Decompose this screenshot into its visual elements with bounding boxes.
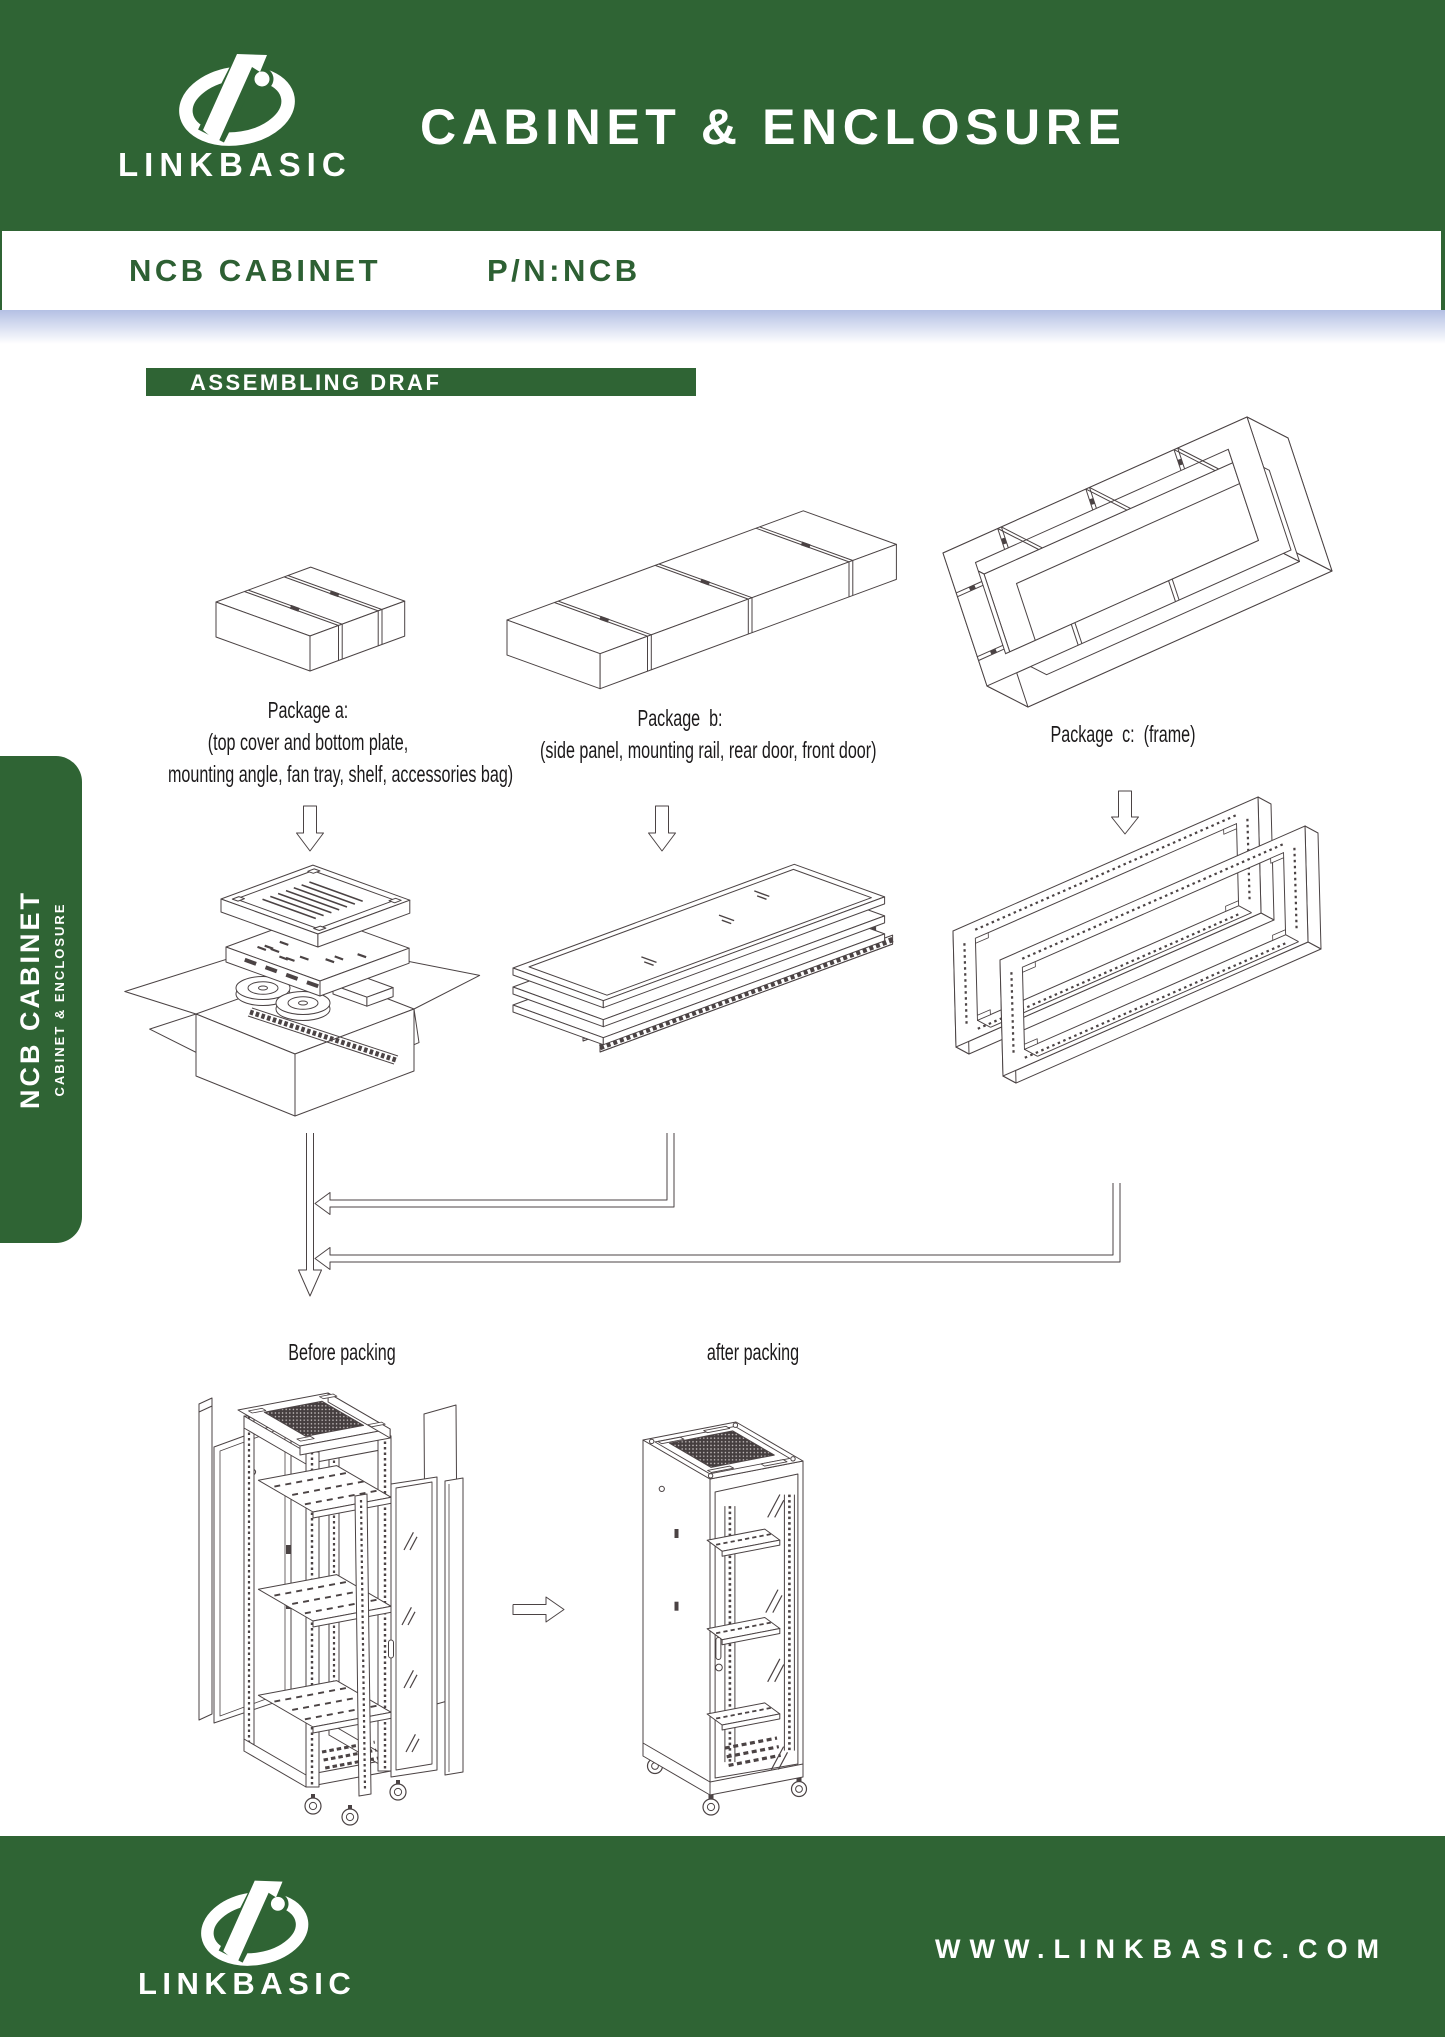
package-b-art (506, 510, 897, 690)
page-title: CABINET & ENCLOSURE (420, 99, 1127, 155)
package-a-art (215, 566, 406, 672)
package-b-caption: Package b: (side panel, mounting rail, re… (540, 702, 877, 766)
package-b-desc-1: (side panel, mounting rail, rear door, f… (540, 737, 877, 763)
linkbasic-logo-icon (179, 46, 295, 146)
unpacked-b-art (512, 863, 894, 1053)
part-number: P/N:NCB (487, 253, 641, 288)
exploded-cabinet-art (198, 1392, 464, 1826)
package-b-name: Package b: (637, 705, 723, 731)
flow-arrow (512, 1596, 565, 1623)
unpacked-a-art (124, 864, 481, 1117)
unpack-arrow-c (1111, 790, 1139, 835)
header-band: LINKBASIC CABINET & ENCLOSURE NCB CABINE… (0, 0, 1445, 310)
package-a-caption: Package a: (top cover and bottom plate, mo… (168, 694, 514, 790)
package-c-caption: Package c: (frame) (1018, 718, 1228, 750)
unpack-arrow-b (648, 805, 676, 852)
brand-wordmark: LINKBASIC (118, 146, 352, 183)
package-c-art (942, 416, 1333, 708)
before-packing-label: Before packing (288, 1339, 396, 1365)
sidebar-tab: NCB CABINET CABINET & ENCLOSURE (0, 756, 82, 1243)
unpack-arrow-a (296, 805, 324, 852)
footer-brand-wordmark: LINKBASIC (138, 1966, 357, 2001)
connector-lines (298, 1133, 1121, 1297)
footer-band: LINKBASIC WWW.LINKBASIC.COM (0, 1836, 1445, 2037)
after-packing-label: after packing (706, 1339, 800, 1365)
page-bottom-margin (0, 2037, 1445, 2043)
section-title: ASSEMBLING DRAF (190, 370, 442, 395)
unpacked-c-art (952, 796, 1322, 1084)
sidebar-category: CABINET & ENCLOSURE (51, 902, 67, 1097)
linkbasic-footer-logo-icon (201, 1873, 309, 1966)
footer-brand-logo (197, 1864, 318, 1982)
product-name: NCB CABINET (129, 253, 382, 288)
product-strip: NCB CABINET P/N:NCB (2, 231, 1441, 310)
footer-website: WWW.LINKBASIC.COM (935, 1934, 1388, 1964)
header-shadow (0, 310, 1445, 344)
sidebar-product: NCB CABINET (14, 890, 45, 1109)
brand-logo (175, 36, 305, 163)
assembled-cabinet-art (642, 1421, 808, 1816)
sidebar-rotated-text: NCB CABINET CABINET & ENCLOSURE (0, 756, 82, 1243)
package-c-name: Package c: (frame) (1050, 721, 1196, 747)
package-a-desc-2: mounting angle, fan tray, shelf, accesso… (168, 761, 514, 787)
package-a-name: Package a: (267, 697, 349, 723)
section-title-bar: ASSEMBLING DRAF (146, 368, 696, 396)
package-a-desc-1: (top cover and bottom plate, (207, 729, 409, 755)
